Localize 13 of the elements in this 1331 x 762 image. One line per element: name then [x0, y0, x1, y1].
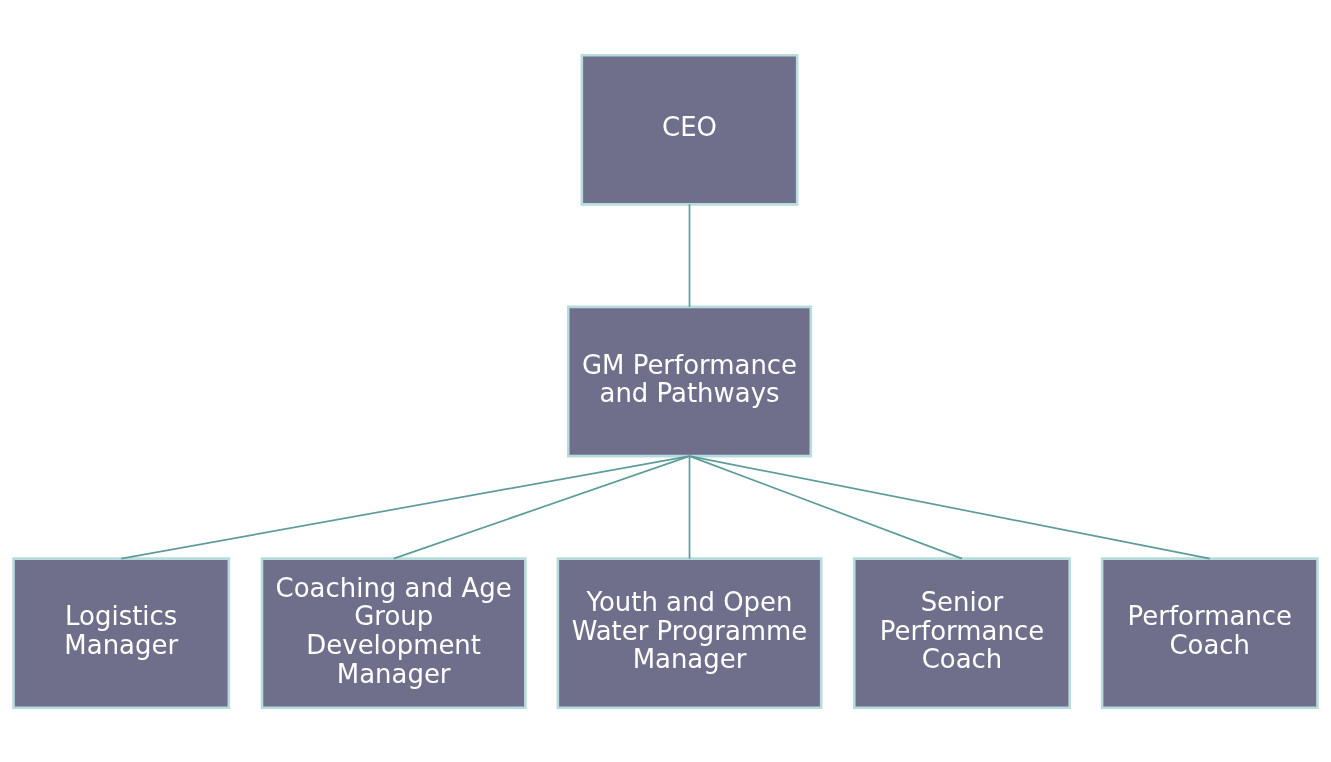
- node-box: Senior Performance Coach: [853, 556, 1071, 709]
- connector: [688, 454, 963, 559]
- node-box: Logistics Manager: [12, 556, 231, 709]
- connector: [688, 454, 691, 559]
- connector: [688, 454, 1211, 559]
- connector: [120, 454, 691, 559]
- node-box: Youth and Open Water Programme Manager: [556, 556, 823, 709]
- connector: [688, 203, 691, 308]
- node-box: GM Performance and Pathways: [566, 305, 813, 457]
- node-box: CEO: [580, 53, 799, 206]
- node-box: Coaching and Age Group Development Manager: [260, 556, 527, 709]
- node-box: Performance Coach: [1100, 556, 1319, 709]
- connector: [392, 454, 691, 559]
